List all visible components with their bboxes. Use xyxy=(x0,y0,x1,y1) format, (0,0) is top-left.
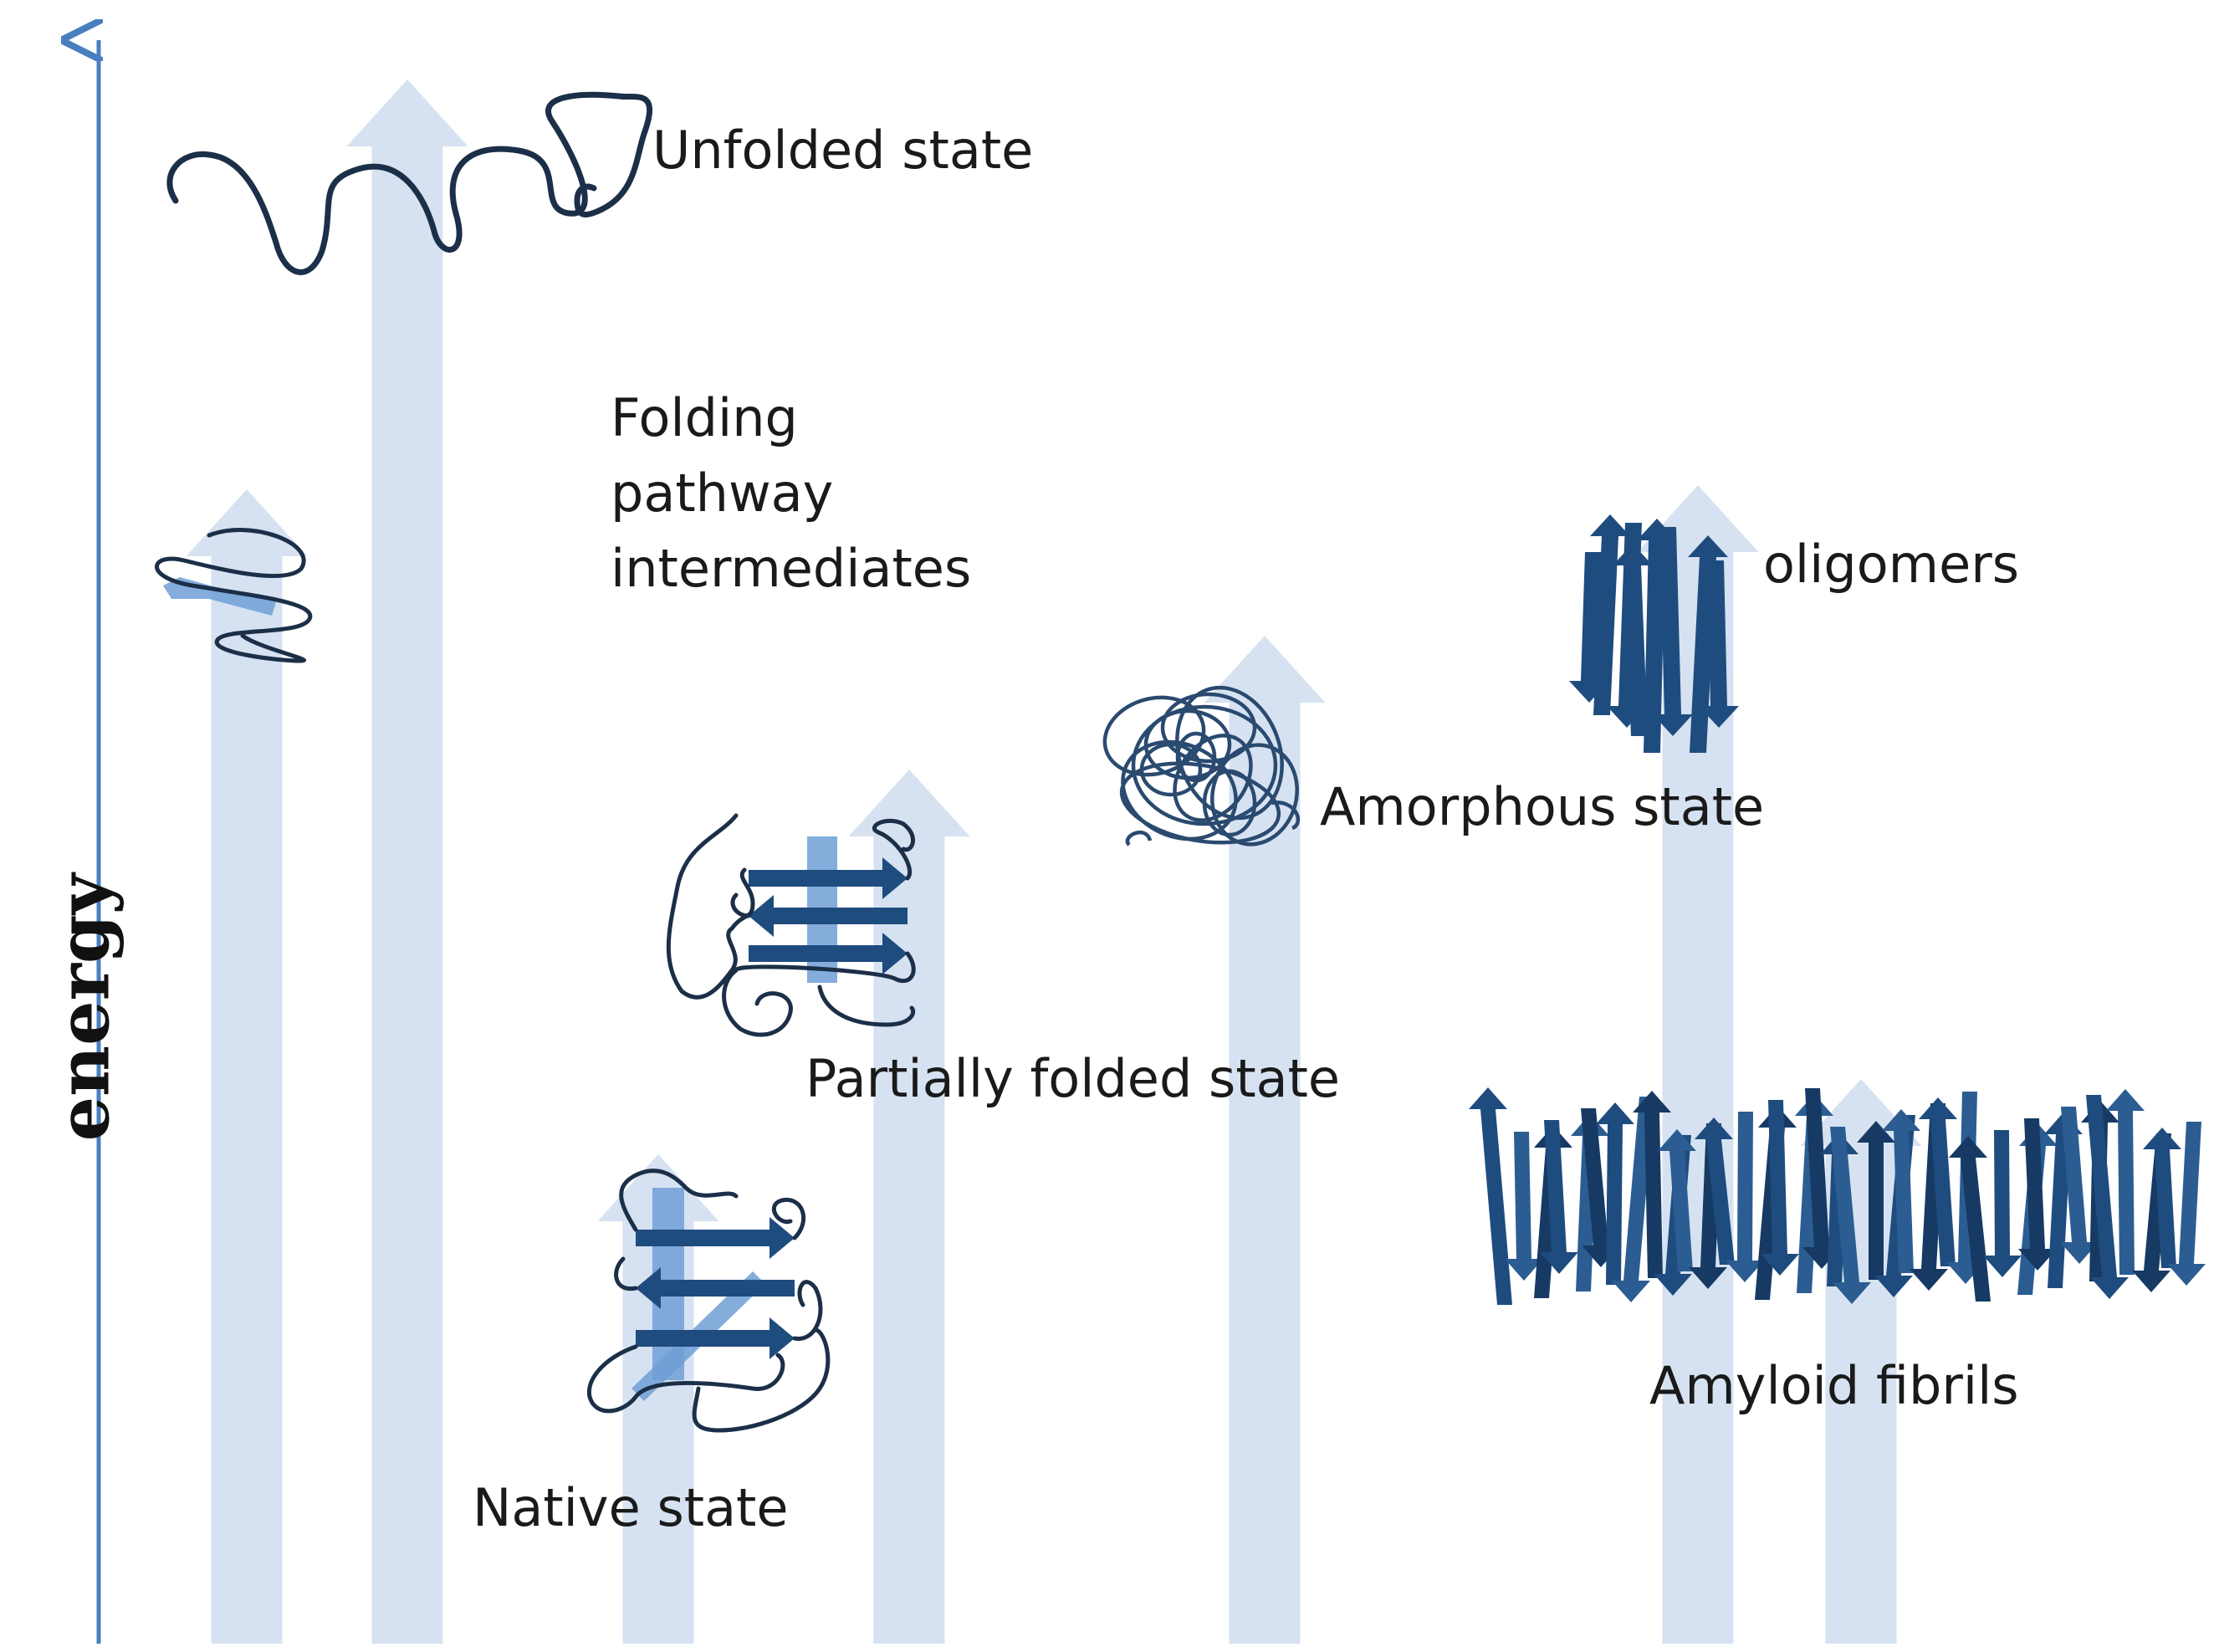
beta-strand xyxy=(1569,552,1609,703)
unfolded-state-label: Unfolded state xyxy=(652,120,1034,181)
beta-strand xyxy=(1882,1109,1920,1273)
beta-strand xyxy=(1637,519,1677,753)
pathway-arrow-2 xyxy=(346,79,468,1644)
pathway-arrow-6 xyxy=(1637,485,1759,1644)
amorphous-aggregate-icon xyxy=(1102,685,1301,846)
beta-strand xyxy=(1919,1097,1957,1266)
intermediates-label: Folding pathway intermediates xyxy=(611,387,972,599)
native-structure-icon xyxy=(587,1169,831,1433)
beta-strand xyxy=(1590,514,1630,715)
native-state-label: Native state xyxy=(473,1477,789,1538)
pathway-arrow-4 xyxy=(848,770,970,1644)
beta-strand xyxy=(1469,1087,1512,1305)
beta-strand xyxy=(2143,1128,2181,1268)
beta-strand xyxy=(2086,1095,2129,1299)
beta-strand xyxy=(1983,1130,2022,1277)
beta-strand xyxy=(1857,1121,1895,1280)
beta-strand xyxy=(1653,527,1693,736)
beta-strand xyxy=(1726,1112,1764,1282)
beta-strand xyxy=(2060,1107,2099,1264)
pathway-arrow-1 xyxy=(186,489,308,1644)
unfolded-coil-icon xyxy=(166,91,652,275)
beta-strand xyxy=(1540,1120,1578,1274)
amyloid-fibrils-label: Amyloid fibrils xyxy=(1649,1355,2019,1416)
energy-axis-label: energy xyxy=(42,873,125,1142)
pathway-arrows xyxy=(186,79,1922,1644)
beta-strand xyxy=(1761,1100,1799,1276)
beta-strand xyxy=(2018,1118,2057,1271)
amorphous-state-label: Amorphous state xyxy=(1320,776,1765,837)
pathway-arrow-3 xyxy=(597,1154,719,1644)
pathway-arrow-5 xyxy=(1204,636,1326,1644)
beta-strand xyxy=(1949,1136,1991,1302)
beta-strand xyxy=(1633,1091,1671,1278)
partially-folded-state-label: Partially folded state xyxy=(805,1048,1341,1109)
beta-strand xyxy=(1830,1127,1871,1304)
beta-strand xyxy=(2106,1089,2145,1275)
beta-strand xyxy=(1695,1118,1735,1265)
beta-strand xyxy=(2167,1122,2206,1286)
oligomer-strands-icon xyxy=(1569,514,1739,753)
beta-strand xyxy=(1688,535,1728,753)
beta-strand xyxy=(2044,1112,2083,1288)
partially-folded-structure-icon xyxy=(666,813,916,1037)
beta-strand xyxy=(1581,1108,1620,1267)
beta-strand xyxy=(1699,560,1739,728)
beta-strand xyxy=(1658,1129,1696,1271)
beta-strand xyxy=(1612,1097,1654,1302)
beta-strand xyxy=(1596,1102,1634,1285)
beta-strand xyxy=(1505,1132,1543,1281)
beta-strand xyxy=(1802,1088,1841,1269)
intermediate-structure-icon xyxy=(155,528,313,663)
beta-strand xyxy=(1613,544,1653,736)
amyloid-fibril-strands-icon xyxy=(1469,1087,2206,1305)
oligomers-label: oligomers xyxy=(1763,534,2020,595)
